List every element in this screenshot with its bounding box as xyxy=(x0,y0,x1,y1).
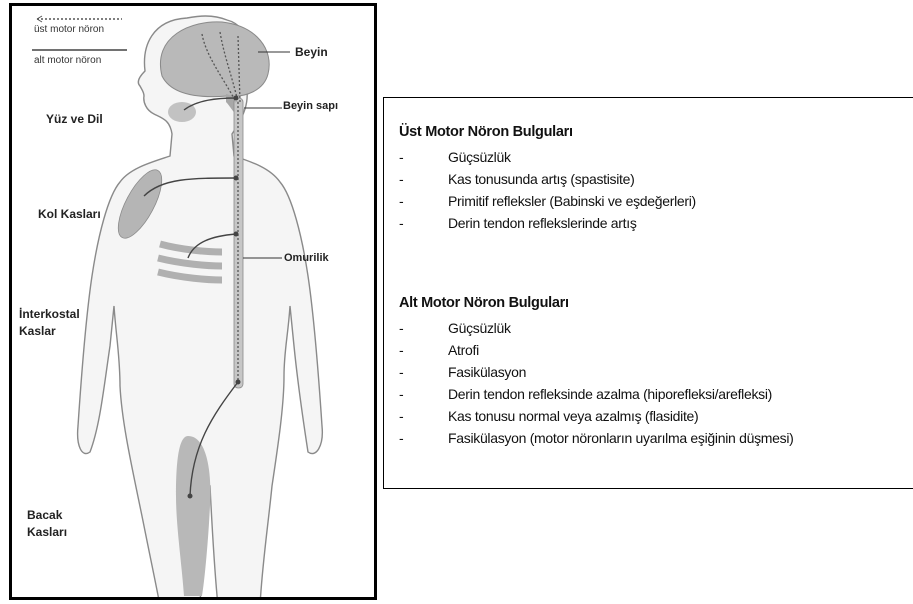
terminal-dot-leg xyxy=(188,494,193,499)
label-intercostal-line1: İnterkostal xyxy=(19,307,80,322)
synapse-dot-intercostal xyxy=(234,232,239,237)
label-brain: Beyin xyxy=(295,45,328,60)
legend-lower-label: alt motor nöron xyxy=(34,55,101,66)
label-leg-line2: Kasları xyxy=(27,525,67,540)
upper-findings-title: Üst Motor Nöron Bulguları xyxy=(399,124,573,140)
body-illustration xyxy=(12,6,374,597)
label-intercostal-line2: Kaslar xyxy=(19,324,56,339)
label-spinal-cord: Omurilik xyxy=(284,251,329,266)
synapse-dot-arm xyxy=(234,176,239,181)
legend-upper-label: üst motor nöron xyxy=(34,24,104,35)
label-brainstem: Beyin sapı xyxy=(283,99,338,114)
motor-neuron-diagram: üst motor nöron alt motor nöron Beyin Be… xyxy=(9,3,377,600)
synapse-dot-face xyxy=(234,96,239,101)
synapse-dot-leg xyxy=(236,380,241,385)
label-arm-muscles: Kol Kasları xyxy=(38,207,101,222)
label-leg-line1: Bacak xyxy=(27,508,62,523)
lower-findings-title: Alt Motor Nöron Bulguları xyxy=(399,295,569,311)
brain-shape xyxy=(160,22,269,97)
label-face-tongue: Yüz ve Dil xyxy=(46,112,103,127)
findings-panel: Üst Motor Nöron Bulguları -Güçsüzlük -Ka… xyxy=(383,97,913,489)
